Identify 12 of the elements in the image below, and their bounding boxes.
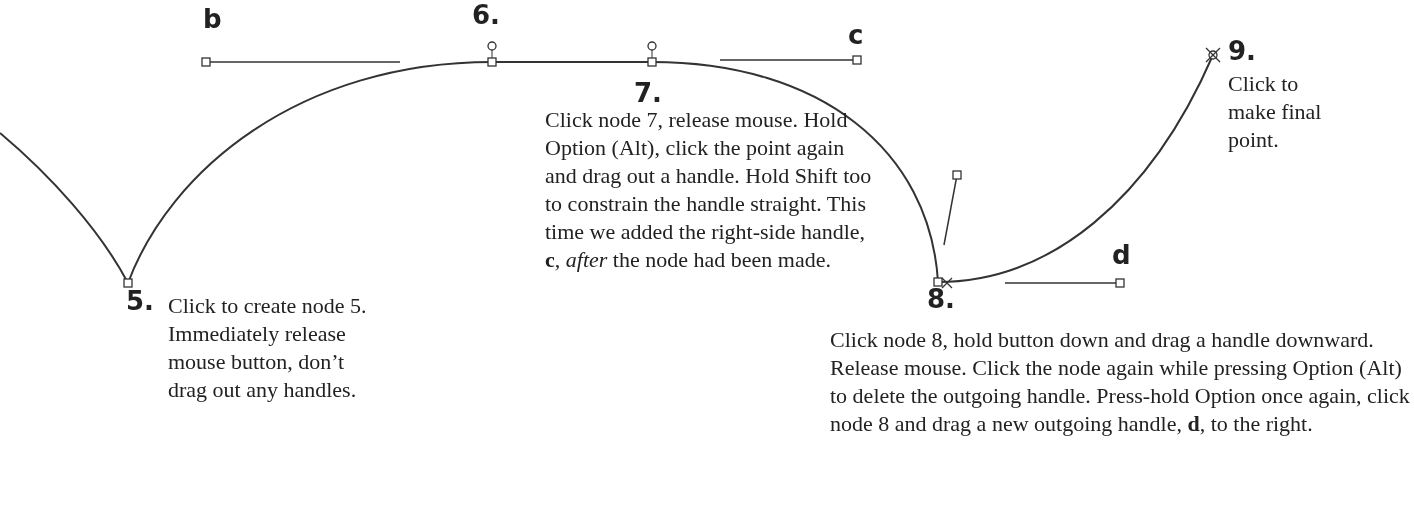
step-instruction: Click to make final point. [1228, 70, 1323, 154]
handle-letter: b [203, 4, 222, 34]
step-number: 5. [126, 286, 154, 316]
step-instruction: Click to create node 5. Immediately release mouse button, don’t drag out any handles. [168, 292, 368, 404]
step-number: 7. [634, 78, 662, 108]
step-instruction: Click node 7, release mouse. Hold Option (Alt), click the point again and drag out a handle. Hold Shift too to constrain the handle straight. This time we added the right-side handle, c, after the node had been made. [545, 106, 873, 274]
step-number: 6. [472, 0, 500, 30]
handle-letter: d [1112, 240, 1131, 270]
step-number: 9. [1228, 36, 1256, 66]
step-instruction: Click node 8, hold button down and drag a handle downward. Release mouse. Click the node again while pressing Option (Alt) to delete the outgoing handle. Press-hold Option once again, click node 8 and drag a new outgoing handle, d, to the right. [830, 326, 1410, 438]
handle-letter: c [848, 20, 864, 50]
step-number: 8. [927, 284, 955, 314]
